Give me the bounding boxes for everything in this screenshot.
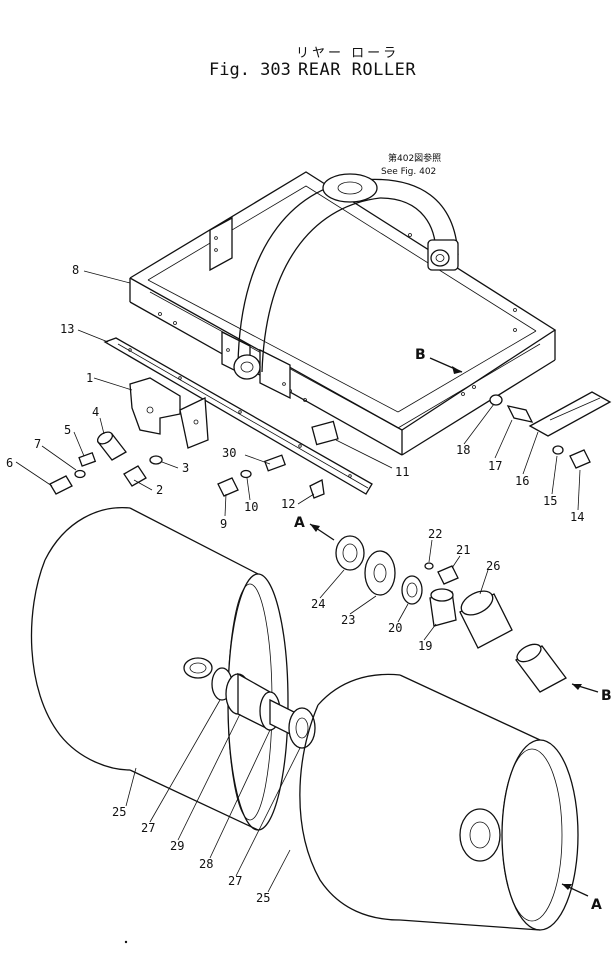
callout-20: 20 [388, 621, 402, 635]
callout-25-right: 25 [256, 891, 270, 905]
reference-note-english: See Fig. 402 [381, 167, 436, 177]
pin-part-4 [96, 431, 127, 461]
callout-4: 4 [92, 405, 99, 419]
leader-lines [15, 270, 581, 893]
figure-title: REAR ROLLER [298, 60, 417, 80]
title-japanese: リヤー ローラ [296, 46, 400, 61]
arch-bracket [233, 173, 459, 380]
view-marker-b-right: B [601, 688, 612, 704]
callout-29: 29 [170, 839, 184, 853]
callout-numbers: 8 13 1 4 5 7 6 3 2 30 9 10 12 11 18 17 1… [6, 263, 584, 905]
scraper-bar [103, 337, 373, 495]
callout-19: 19 [418, 639, 432, 653]
callout-7: 7 [34, 437, 41, 451]
drum-left [30, 506, 289, 831]
callout-14: 14 [570, 510, 584, 524]
drum-right [299, 673, 579, 931]
stray-dot [124, 940, 128, 944]
callout-5: 5 [64, 423, 71, 437]
callout-8: 8 [72, 263, 79, 277]
small-parts-left [49, 420, 339, 499]
callout-6: 6 [6, 456, 13, 470]
view-marker-a-left: A [294, 515, 305, 531]
callout-26: 26 [486, 559, 500, 573]
callout-10: 10 [244, 500, 258, 514]
callout-18: 18 [456, 443, 470, 457]
bearing-parts [335, 535, 567, 693]
callout-15: 15 [543, 494, 557, 508]
left-bracket [129, 377, 209, 449]
view-arrow-a-left: A [294, 515, 335, 541]
reference-note-japanese: 第402図参照 [388, 152, 441, 164]
callout-1: 1 [86, 371, 93, 385]
callout-30: 30 [222, 446, 236, 460]
view-arrow-b-right: B [571, 683, 612, 704]
view-arrow-b-top: B [415, 347, 463, 374]
figure-number: Fig. 303 [209, 60, 291, 80]
callout-12: 12 [281, 497, 295, 511]
callout-3: 3 [182, 461, 189, 475]
callout-9: 9 [220, 517, 227, 531]
title-block: リヤー ローラ Fig. 303 REAR ROLLER [0, 0, 614, 90]
callout-24: 24 [311, 597, 325, 611]
callout-23: 23 [341, 613, 355, 627]
callout-11: 11 [395, 465, 409, 479]
shaft-assembly [211, 667, 316, 749]
view-marker-b-top: B [415, 347, 426, 363]
callout-22: 22 [428, 527, 442, 541]
callout-27-left: 27 [141, 821, 155, 835]
view-arrow-a-bottom: A [561, 883, 602, 913]
callout-2: 2 [156, 483, 163, 497]
callout-27-right: 27 [228, 874, 242, 888]
callout-17: 17 [488, 459, 502, 473]
view-marker-a-bottom: A [591, 897, 602, 913]
callout-13: 13 [60, 322, 74, 336]
callout-28: 28 [199, 857, 213, 871]
callout-21: 21 [456, 543, 470, 557]
right-hardware [489, 391, 612, 469]
callout-25-left: 25 [112, 805, 126, 819]
callout-16: 16 [515, 474, 529, 488]
